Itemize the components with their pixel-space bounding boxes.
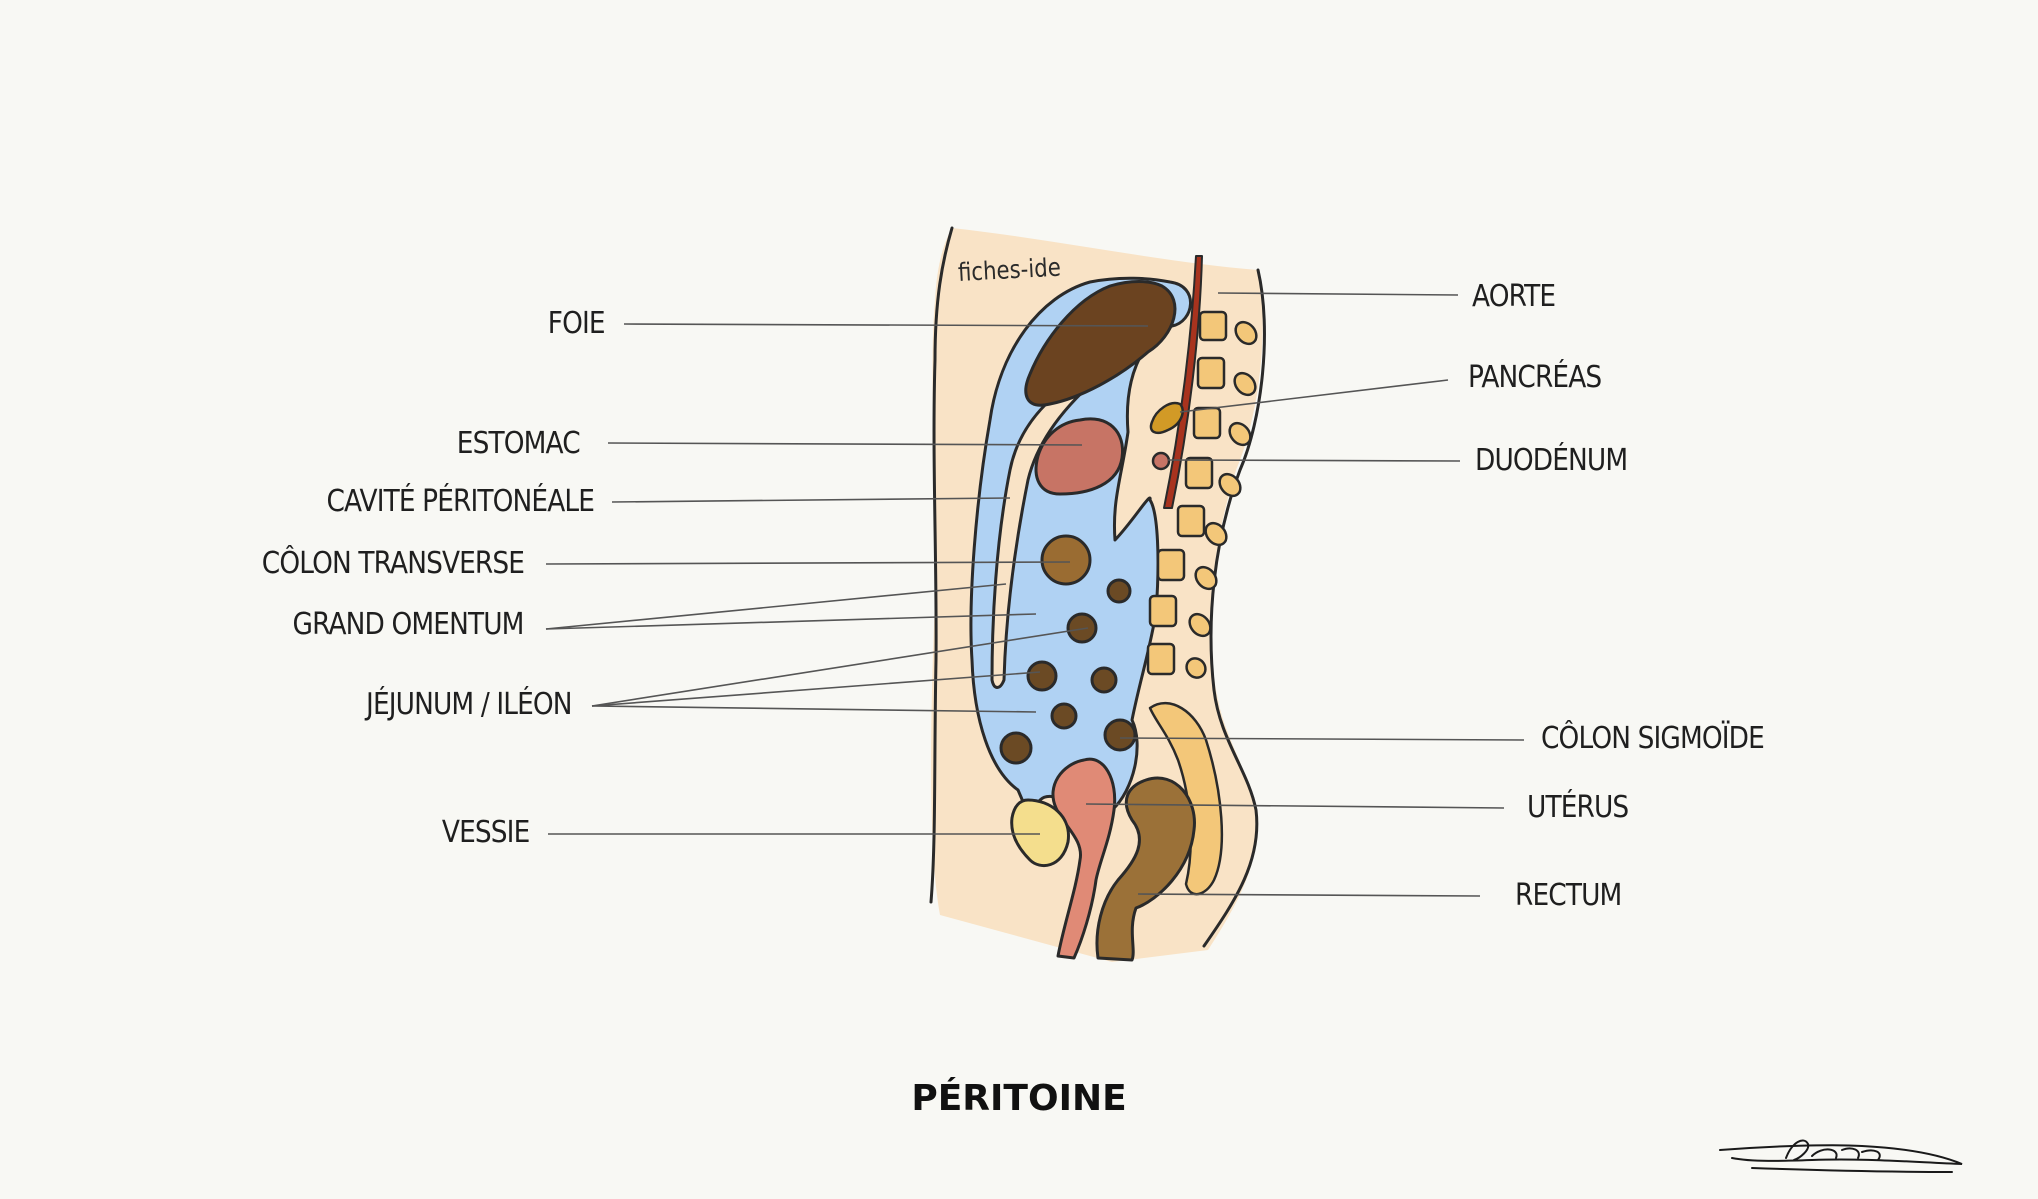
transverse-colon (1040, 534, 1092, 586)
vertebral-column (1146, 310, 1258, 896)
label-colon-transverse: CÔLON TRANSVERSE (261, 546, 525, 581)
bowel-loop (1050, 702, 1078, 730)
bowel-loop (1090, 666, 1118, 694)
bowel-loop (1106, 578, 1132, 604)
label-aorte: AORTE (1472, 279, 1556, 314)
label-pancreas: PANCRÉAS (1468, 360, 1602, 395)
leader-grand-omentum-2 (545, 613, 1037, 630)
leader-grand-omentum-1 (545, 583, 1007, 630)
stomach (1034, 417, 1125, 496)
label-cavite-peritoneale: CAVITÉ PÉRITONÉALE (326, 484, 594, 519)
fiches-ide-watermark: fiches-ide (957, 252, 1062, 287)
leader-colon-sigmoide (1119, 737, 1525, 741)
leader-aorte (1217, 292, 1459, 296)
label-vessie: VESSIE (441, 815, 530, 850)
pancreas (1149, 401, 1184, 434)
aorta (1163, 255, 1203, 509)
bowel-loop (1103, 718, 1137, 752)
label-duodenum: DUODÉNUM (1475, 443, 1628, 478)
liver (1024, 280, 1177, 407)
leader-colon-transverse (545, 561, 1071, 565)
leader-estomac (607, 442, 1083, 446)
page-title: PÉRITOINE (911, 1078, 1127, 1119)
label-rectum: RECTUM (1515, 878, 1622, 913)
label-uterus: UTÉRUS (1527, 790, 1629, 825)
author-signature (1719, 1139, 1963, 1173)
duodenum (1151, 451, 1171, 471)
leader-pancreas (1179, 379, 1449, 413)
posterior-back-contour (1202, 268, 1266, 948)
bowel-loop (999, 731, 1033, 765)
leader-duodenum (1167, 459, 1461, 462)
label-colon-sigmoide: CÔLON SIGMOÏDE (1541, 721, 1765, 756)
bowel-loop (1066, 612, 1098, 644)
leader-cavite (611, 497, 1011, 503)
leader-jejunum-3 (591, 705, 1037, 713)
leader-uterus (1085, 803, 1505, 809)
leader-jejunum-1 (591, 627, 1089, 707)
anterior-abdominal-wall (929, 226, 954, 904)
label-jejunum-ileon: JÉJUNUM / ILÉON (366, 687, 572, 722)
bowel-loop (1026, 660, 1058, 692)
leader-rectum (1137, 893, 1481, 897)
bladder (1010, 798, 1070, 868)
label-grand-omentum: GRAND OMENTUM (292, 607, 525, 642)
label-estomac: ESTOMAC (457, 426, 581, 461)
leader-jejunum-2 (591, 671, 1041, 707)
leader-foie (623, 323, 1149, 327)
label-foie: FOIE (548, 306, 606, 341)
rectum (1095, 776, 1196, 962)
